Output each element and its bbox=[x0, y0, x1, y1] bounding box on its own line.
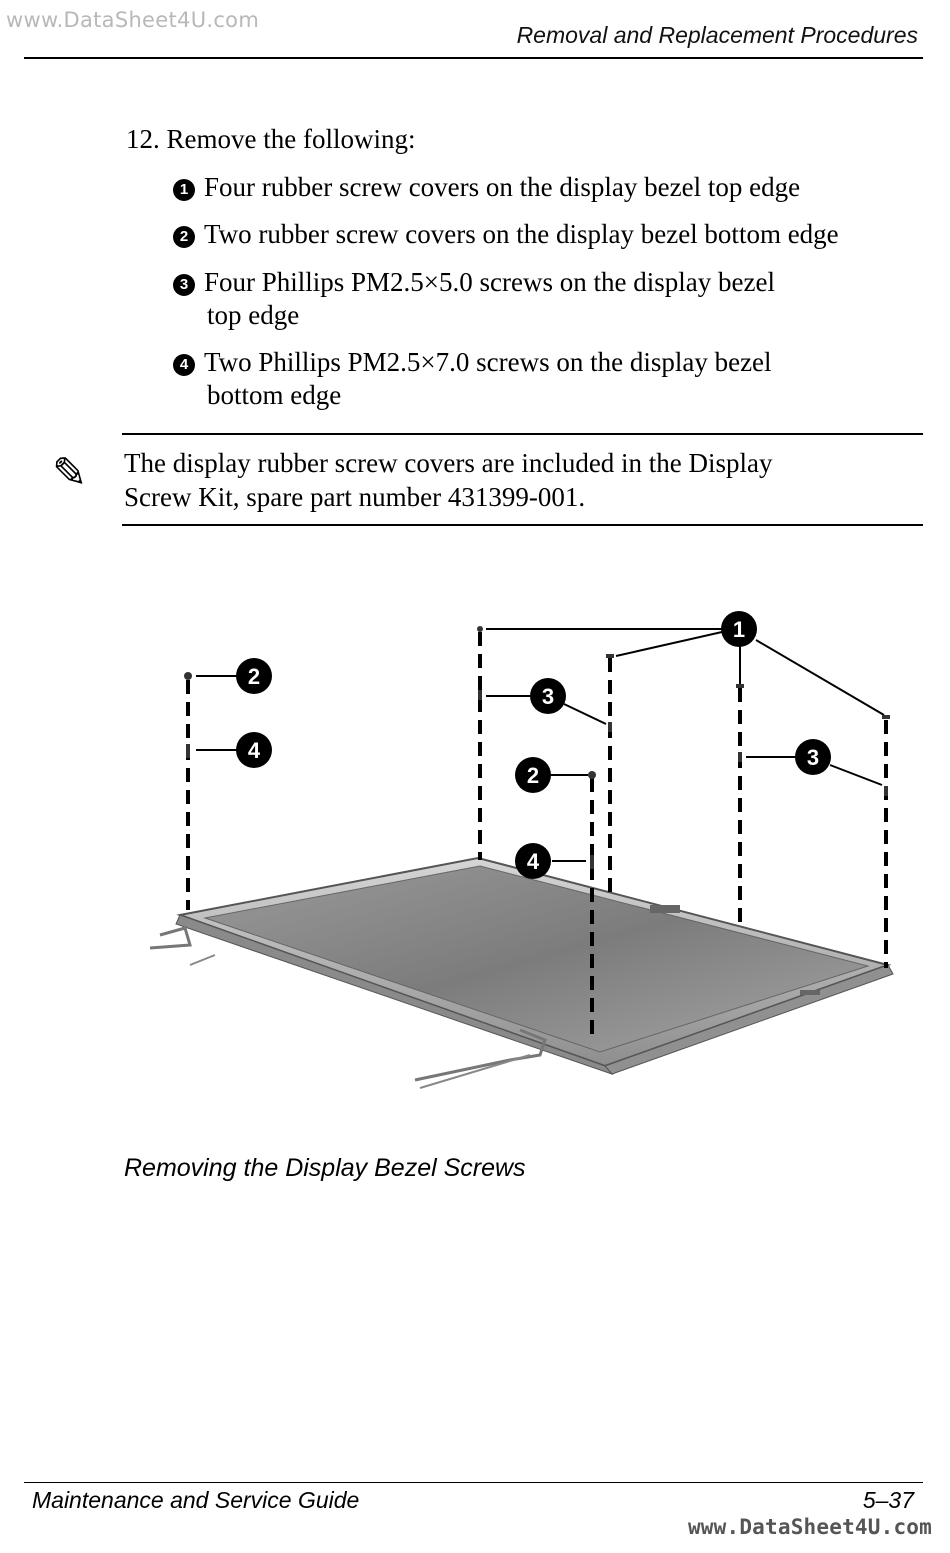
list-item: 4 Two Phillips PM2.5×7.0 screws on the di… bbox=[173, 346, 933, 412]
display-bezel-illustration: 2 4 1 3 2 4 3 bbox=[149, 611, 894, 1089]
callout-label: 2 bbox=[527, 763, 539, 788]
callout-3-marker: 3 bbox=[173, 274, 195, 296]
list-item-text: Four rubber screw covers on the display … bbox=[204, 172, 801, 202]
screw-guide-lines bbox=[186, 632, 888, 1036]
running-header-title: Removal and Replacement Procedures bbox=[516, 22, 918, 48]
note-line-2: Screw Kit, spare part number 431399-001. bbox=[124, 482, 586, 512]
callout-1-marker: 1 bbox=[173, 179, 195, 201]
list-item-text: Two rubber screw covers on the display b… bbox=[204, 219, 839, 249]
watermark-bottom: www.DataSheet4U.com bbox=[687, 1515, 932, 1539]
callout-3-mid: 3 bbox=[530, 678, 566, 714]
step-12-text: 12. Remove the following: bbox=[126, 124, 416, 154]
callout-2-mid: 2 bbox=[515, 757, 551, 793]
note-top-rule bbox=[122, 433, 923, 435]
header-rule bbox=[24, 57, 923, 59]
callout-markers: 2 4 1 3 2 4 3 bbox=[236, 611, 831, 879]
callout-1-top: 1 bbox=[721, 611, 757, 647]
callout-label: 3 bbox=[807, 745, 819, 770]
callout-4-mid: 4 bbox=[515, 843, 551, 879]
callout-label: 1 bbox=[733, 617, 745, 642]
list-item: 1 Four rubber screw covers on the display… bbox=[173, 171, 933, 204]
screws bbox=[184, 626, 890, 869]
list-item-text-cont: top edge bbox=[207, 300, 300, 330]
list-item: 3 Four Phillips PM2.5×5.0 screws on the d… bbox=[173, 266, 933, 332]
note-line-1: The display rubber screw covers are incl… bbox=[124, 448, 773, 478]
footer-page-number: 5–37 bbox=[862, 1487, 914, 1513]
note-text: The display rubber screw covers are incl… bbox=[124, 446, 914, 514]
callout-leader-lines bbox=[196, 628, 885, 862]
callout-label: 4 bbox=[248, 738, 261, 763]
list-item-text: Two Phillips PM2.5×7.0 screws on the dis… bbox=[204, 347, 772, 377]
figure-caption: Removing the Display Bezel Screws bbox=[124, 1154, 526, 1182]
callout-label: 4 bbox=[527, 849, 540, 874]
callout-4-marker: 4 bbox=[173, 354, 195, 376]
display-panel bbox=[149, 856, 894, 1089]
callout-3-right: 3 bbox=[795, 739, 831, 775]
list-item-text-cont: bottom edge bbox=[207, 380, 342, 410]
callout-label: 3 bbox=[542, 684, 554, 709]
list-item: 2 Two rubber screw covers on the display … bbox=[173, 218, 933, 251]
list-item-text: Four Phillips PM2.5×5.0 screws on the di… bbox=[204, 267, 775, 297]
watermark-top: www.DataSheet4U.com bbox=[6, 8, 260, 32]
note-bottom-rule bbox=[122, 524, 923, 526]
callout-4-left: 4 bbox=[236, 732, 272, 768]
footer-rule bbox=[24, 1482, 923, 1483]
pencil-note-icon: ✎ bbox=[52, 451, 88, 497]
callout-2-left: 2 bbox=[236, 658, 272, 694]
callout-label: 2 bbox=[248, 664, 260, 689]
callout-2-marker: 2 bbox=[173, 226, 195, 248]
footer-guide-title: Maintenance and Service Guide bbox=[32, 1487, 360, 1513]
